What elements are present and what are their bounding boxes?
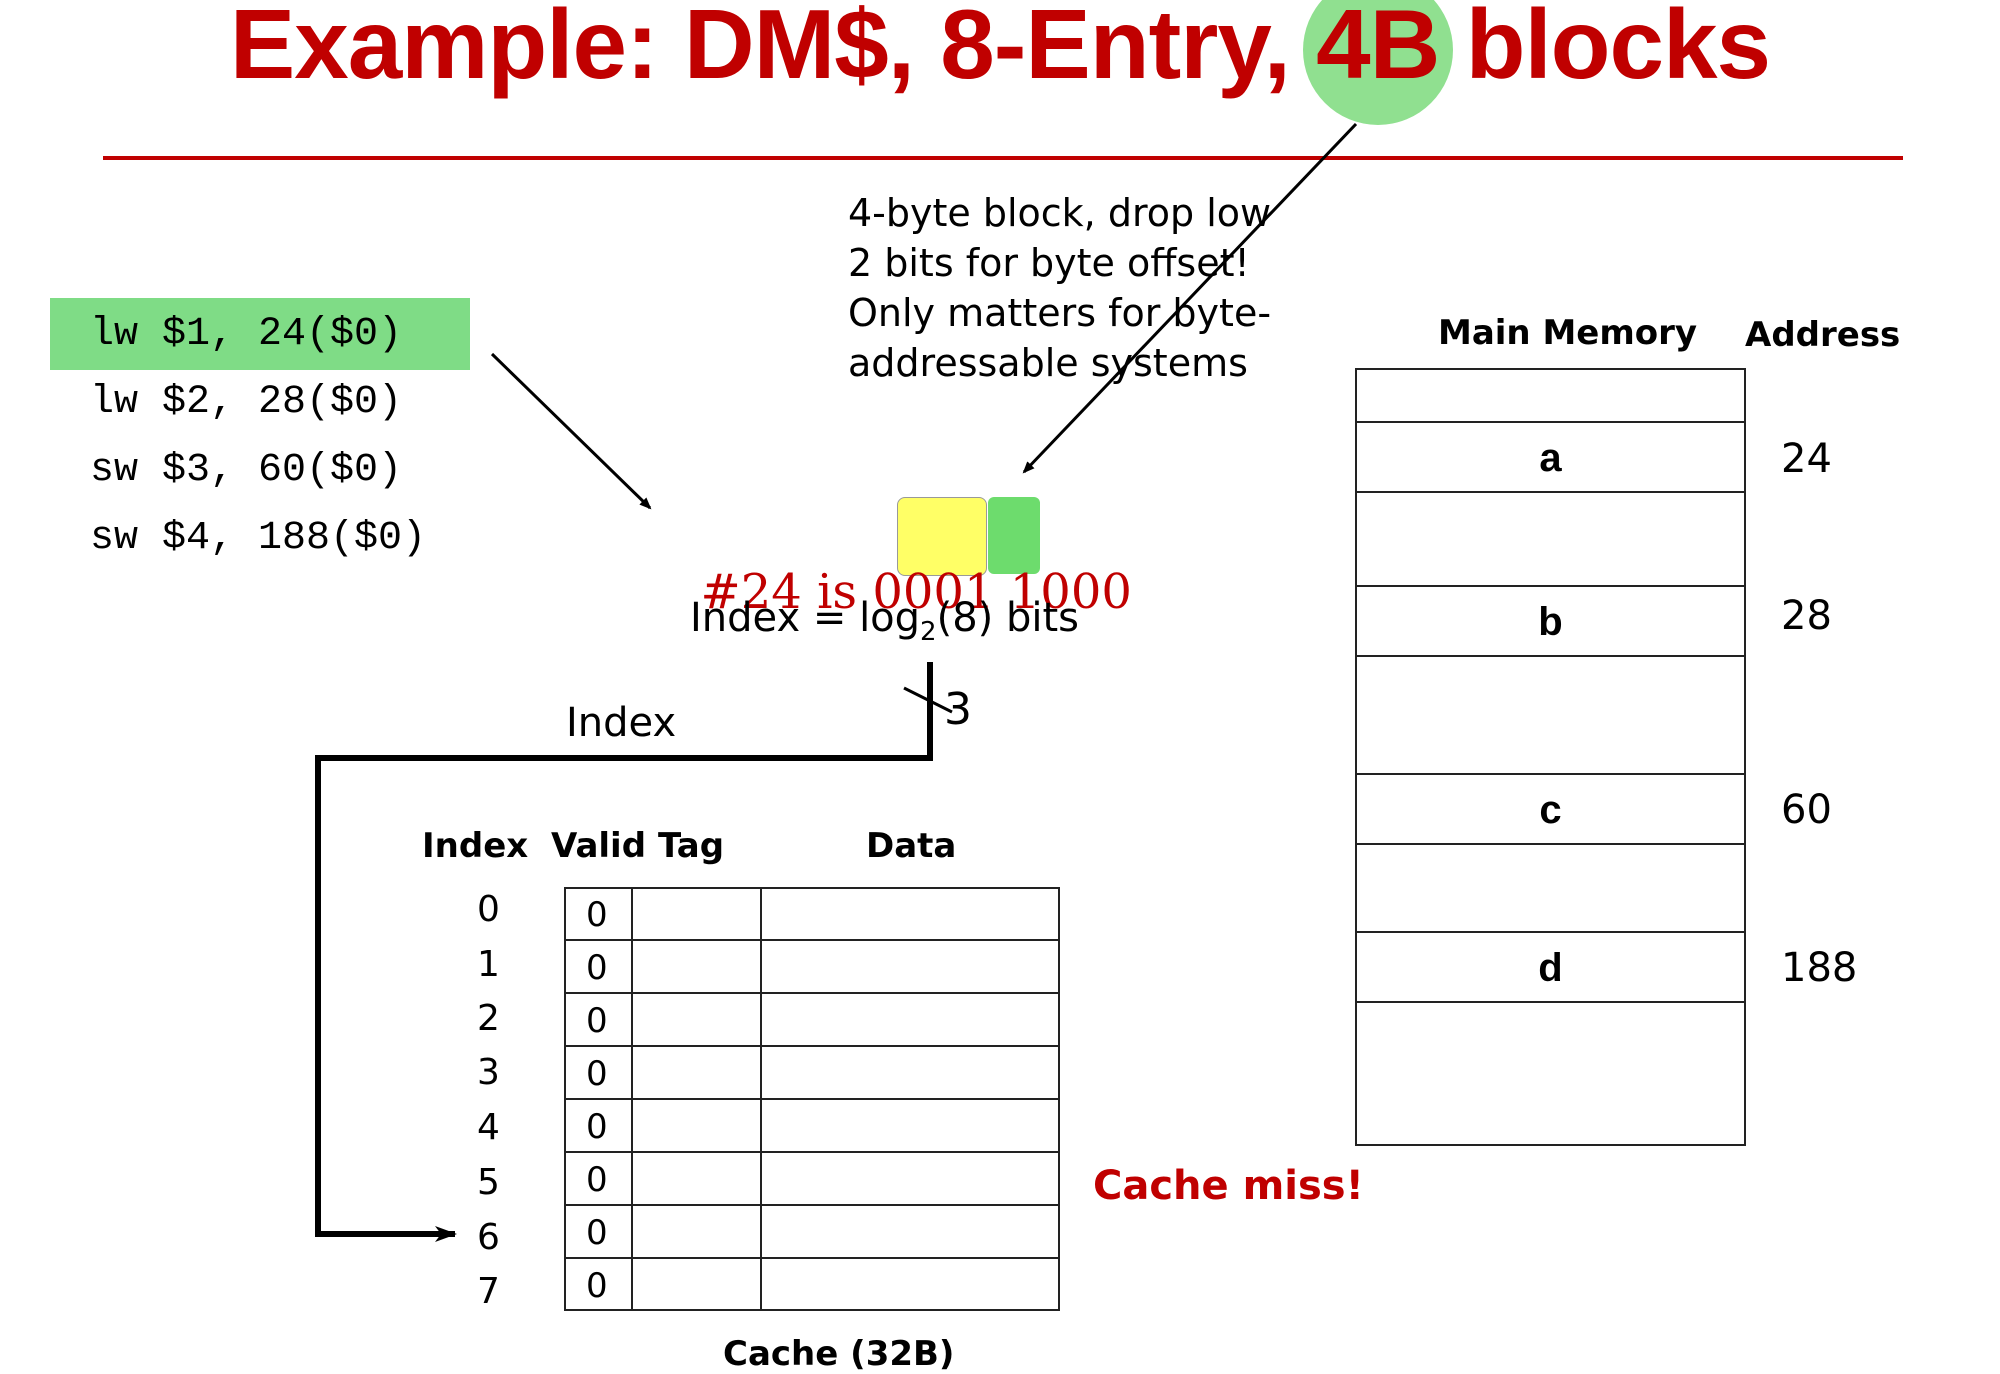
address-header: Address (1745, 315, 1901, 355)
cache-valid-3: 0 (586, 1054, 608, 1094)
cache-index-6: 6 (477, 1217, 500, 1258)
cache-valid-1: 0 (586, 948, 608, 988)
binary-prefix: #24 is 000 (700, 564, 964, 620)
bus-width-label: 3 (944, 684, 972, 735)
instruction-highlight (50, 298, 470, 370)
cache-valid-6: 0 (586, 1213, 608, 1253)
memory-label-b: b (1538, 600, 1563, 644)
index-wire-label: Index (566, 700, 677, 746)
address-188: 188 (1781, 945, 1858, 991)
note-line-3: Only matters for byte- (848, 291, 1272, 335)
instruction-3: sw $3, 60($0) (90, 448, 403, 493)
formula-text-end: (8) bits (936, 595, 1079, 641)
cache-valid-4: 0 (586, 1107, 608, 1147)
instruction-arrow (490, 352, 652, 510)
cache-valid-0: 0 (586, 895, 608, 935)
cache-valid-2: 0 (586, 1001, 608, 1041)
memory-block-6 (1355, 843, 1746, 933)
offset-bits-highlight (988, 497, 1040, 574)
title-suffix: blocks (1439, 0, 1771, 99)
slide-title: Example: DM$, 8-Entry, 4B blocks (0, 0, 2000, 125)
cache-index-4: 4 (477, 1107, 500, 1148)
memory-block-4 (1355, 655, 1746, 775)
main-memory: a b c d (1355, 368, 1746, 1146)
note-line-2: 2 bits for byte offset! (848, 241, 1250, 285)
cache-header-index: Index (422, 826, 529, 866)
formula-subscript: 2 (920, 617, 937, 647)
memory-label-c: c (1539, 788, 1562, 832)
address-60: 60 (1781, 787, 1832, 833)
cache-header-valid: Valid (551, 826, 647, 866)
formula-text: Index = log (690, 595, 921, 641)
cache-header-tag: Tag (658, 826, 725, 866)
title-prefix: Example: DM$, 8-Entry, (229, 0, 1317, 99)
memory-block-a: a (1355, 421, 1746, 493)
note-line-1: 4-byte block, drop low (848, 191, 1272, 235)
title-rule (103, 156, 1903, 160)
cache-index-0: 0 (477, 889, 500, 930)
memory-block-d: d (1355, 931, 1746, 1003)
note-line-4: addressable systems (848, 341, 1248, 385)
memory-block-2 (1355, 491, 1746, 587)
title-highlight-4b: 4B (1302, 0, 1454, 125)
cache-index-7: 7 (477, 1271, 500, 1312)
cache-miss-status: Cache miss! (1093, 1163, 1364, 1209)
cache-grid (564, 887, 1060, 1311)
memory-block-8 (1355, 1001, 1746, 1146)
cache-index-1: 1 (477, 944, 500, 985)
memory-block-0 (1355, 368, 1746, 423)
instruction-4: sw $4, 188($0) (90, 516, 427, 561)
address-24: 24 (1781, 436, 1832, 482)
instruction-1: lw $1, 24($0) (90, 312, 403, 357)
memory-label-d: d (1538, 946, 1563, 990)
cache-table: 0 0 0 0 0 0 0 0 (564, 887, 1060, 1311)
cache-valid-7: 0 (586, 1266, 608, 1306)
binary-offset-bits: 00 (1070, 564, 1132, 620)
memory-header: Main Memory (1438, 313, 1698, 353)
cache-header-data: Data (866, 826, 957, 866)
cache-caption: Cache (32B) (723, 1334, 955, 1374)
instruction-2: lw $2, 28($0) (90, 380, 403, 425)
cache-index-3: 3 (477, 1052, 500, 1093)
memory-block-b: b (1355, 585, 1746, 657)
index-bits-highlight (897, 497, 987, 576)
binary-address: #24 is 0001 1000 (670, 508, 1132, 620)
binary-index-bits: 1 10 (963, 564, 1071, 620)
index-formula: Index = log2(8) bits (690, 595, 1079, 647)
cache-valid-5: 0 (586, 1160, 608, 1200)
cache-index-5: 5 (477, 1162, 500, 1203)
address-28: 28 (1781, 593, 1832, 639)
cache-index-2: 2 (477, 998, 500, 1039)
block-offset-note: 4-byte block, drop low 2 bits for byte o… (848, 188, 1271, 388)
memory-block-c: c (1355, 773, 1746, 845)
memory-label-a: a (1539, 436, 1562, 480)
